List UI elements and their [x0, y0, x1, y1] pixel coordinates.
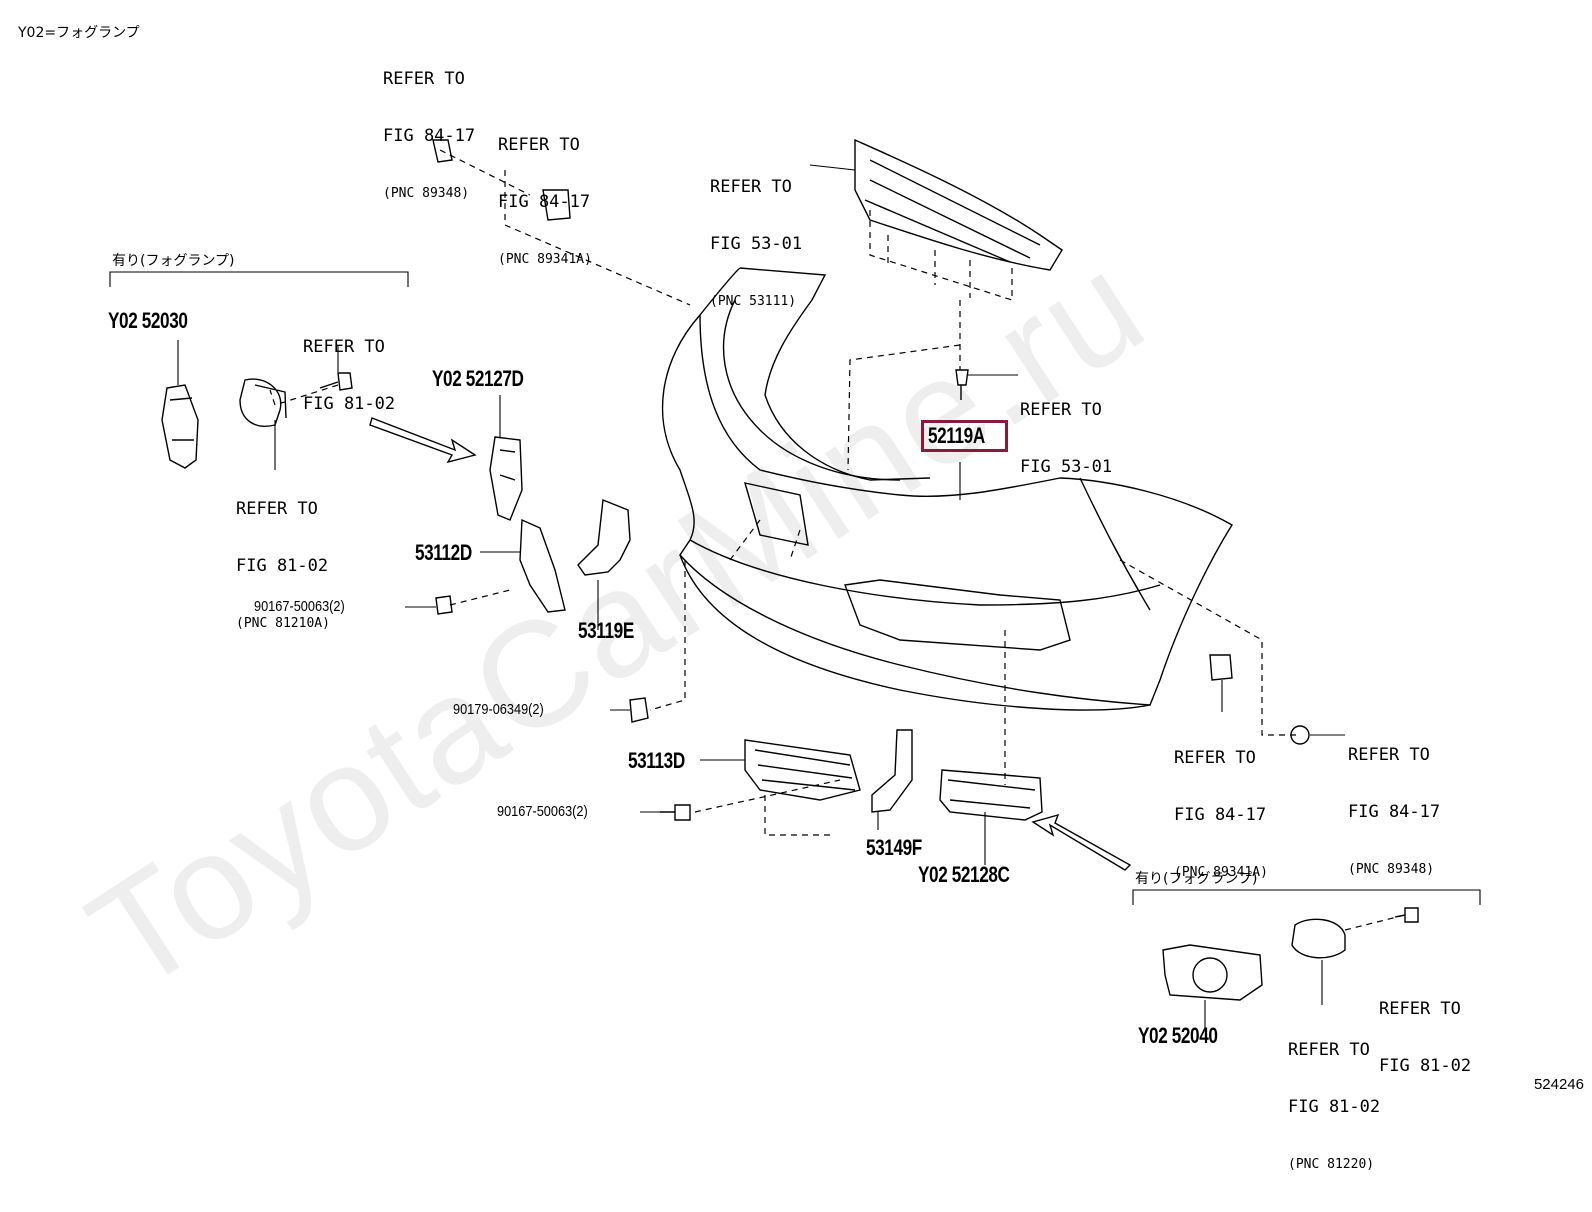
- part-number-53119e[interactable]: 53119E: [578, 618, 634, 643]
- bracket-52127d-drawing: [489, 436, 523, 521]
- refer-label[interactable]: REFER TO FIG 53-01 (PNC 53111): [710, 177, 803, 310]
- left-bezel-drawing: [161, 384, 199, 469]
- highlighted-part-box[interactable]: 52119A: [921, 420, 1008, 452]
- refer-label[interactable]: REFER TO FIG 84-17 (PNC 89341A): [498, 135, 592, 268]
- arrow-left: [369, 417, 477, 464]
- part-number-y02-52030[interactable]: Y02 52030: [108, 308, 188, 333]
- part-number-53112d[interactable]: 53112D: [415, 540, 472, 565]
- upper-grille-drawing: [854, 138, 1063, 301]
- refer-label[interactable]: REFER TO FIG 53-01: [1020, 400, 1113, 477]
- part-number-52119a[interactable]: 52119A: [928, 423, 985, 448]
- refer-label[interactable]: REFER TO FIG 81-02 (PNC 81220): [1288, 1040, 1381, 1173]
- refer-label[interactable]: REFER TO FIG 84-17 (PNC 89341A): [1174, 748, 1268, 881]
- part-number-53149f[interactable]: 53149F: [866, 835, 922, 860]
- diagram-drawing: [109, 138, 1481, 1030]
- part-number-90167-lower[interactable]: 90167-50063(2): [497, 803, 588, 820]
- part-number-y02-52128c[interactable]: Y02 52128C: [918, 862, 1010, 887]
- part-number-53113d[interactable]: 53113D: [628, 748, 685, 773]
- refer-label[interactable]: REFER TO FIG 84-17 (PNC 89348): [1348, 745, 1441, 878]
- bumper-cover-drawing: [661, 267, 1233, 711]
- right-group-bracket: [1132, 889, 1481, 905]
- lower-grille-53113d-drawing: [744, 739, 861, 801]
- right-fog-lamp-drawing: [1291, 918, 1346, 959]
- parts-diagram: ToyotaCarMine.ru: [18, 25, 1584, 1172]
- variant-note: Y02=フォグランプ: [18, 25, 140, 41]
- part-53119e-drawing: [577, 499, 631, 576]
- bracket-53149f-drawing: [871, 729, 913, 813]
- part-number-y02-52040[interactable]: Y02 52040: [1138, 1023, 1218, 1048]
- refer-label[interactable]: REFER TO FIG 81-02: [303, 337, 396, 414]
- refer-label[interactable]: REFER TO FIG 81-02 (PNC 81210A): [236, 499, 330, 632]
- arrow-right: [1031, 813, 1132, 871]
- refer-label[interactable]: REFER TO FIG 81-02: [1379, 999, 1472, 1076]
- diagram-reference-number: 524246: [1533, 1076, 1584, 1093]
- part-number-y02-52127d[interactable]: Y02 52127D: [432, 366, 524, 391]
- hardware-drawing: [319, 139, 1419, 923]
- part-53112d-drawing: [519, 518, 566, 613]
- part-number-90167-left[interactable]: 90167-50063(2): [254, 598, 345, 615]
- refer-label[interactable]: REFER TO FIG 84-17 (PNC 89348): [383, 69, 476, 202]
- left-group-bracket: [109, 271, 409, 287]
- part-number-90179[interactable]: 90179-06349(2): [453, 701, 544, 718]
- left-group-label: 有り(フォグランプ): [112, 253, 235, 269]
- right-bezel-drawing: [1162, 944, 1263, 1001]
- left-fog-lamp-drawing: [239, 378, 287, 427]
- right-group-label: 有り(フォグランプ): [1135, 871, 1258, 887]
- fog-cover-52128c-drawing: [939, 769, 1043, 821]
